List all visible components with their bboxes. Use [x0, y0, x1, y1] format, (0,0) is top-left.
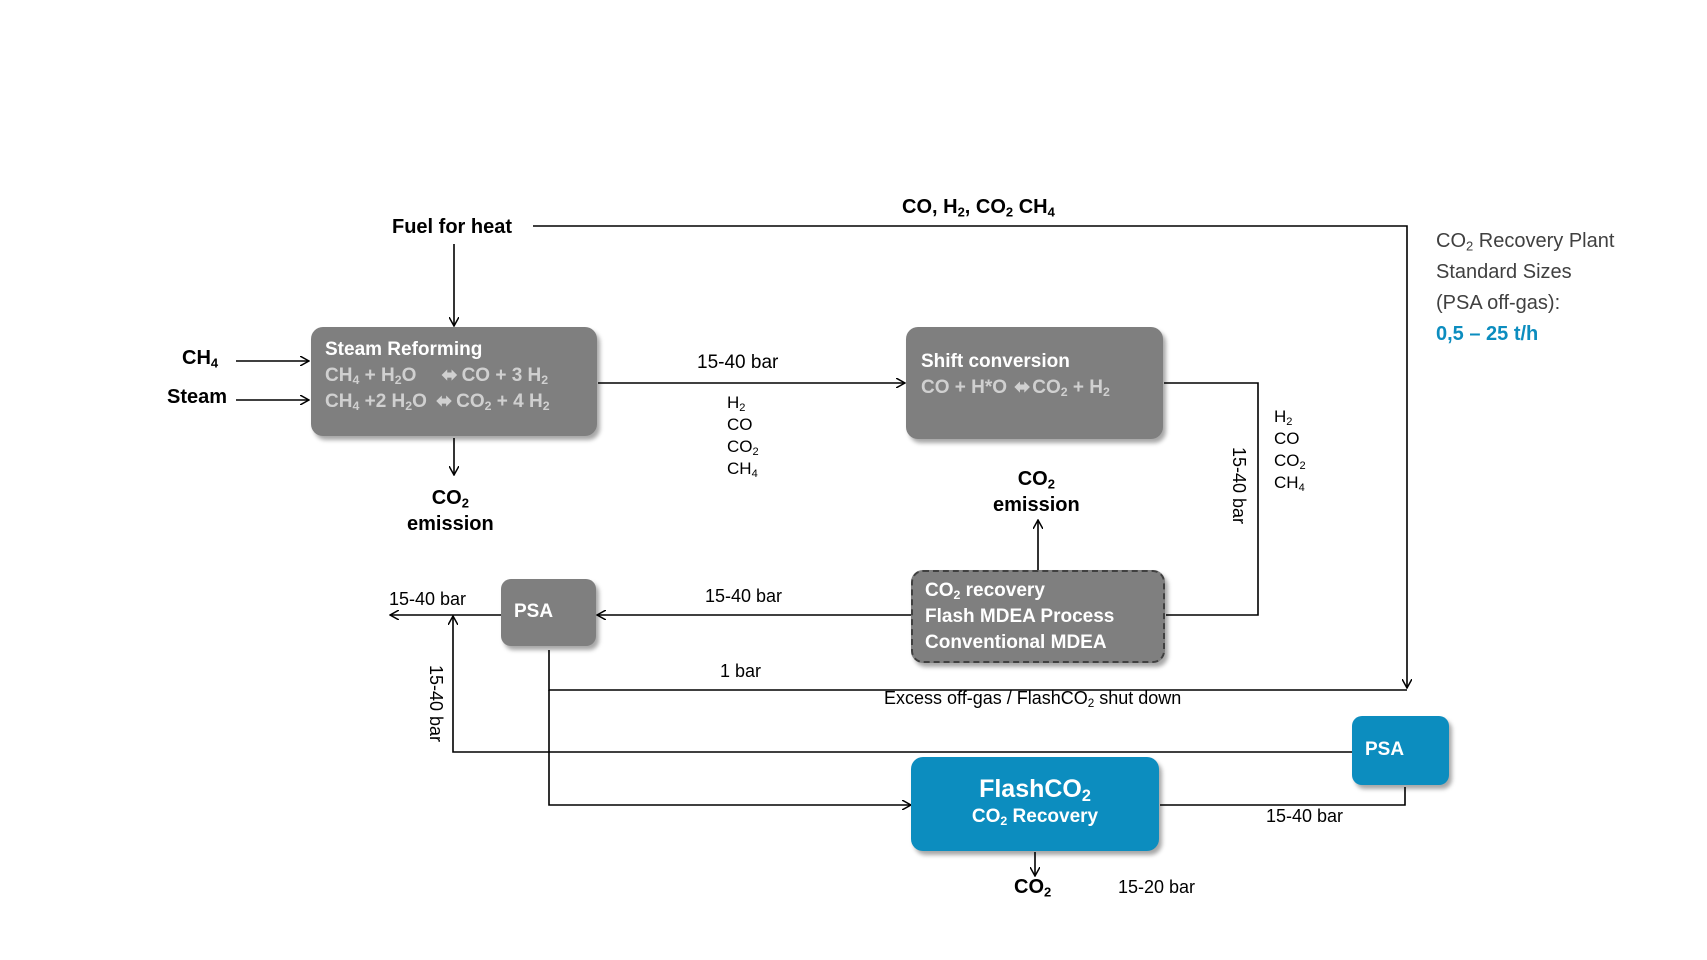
psa-right-box: PSA: [1352, 716, 1449, 785]
reform-emission-label: emission: [407, 513, 494, 535]
shift-eq-e: 2: [1103, 385, 1110, 400]
gas-list-1: H2 CO CO2 CH4: [727, 392, 759, 480]
eq1-e: O: [401, 365, 417, 386]
top-flow-sub2: 2: [957, 204, 965, 220]
ch4-sub: 4: [210, 355, 219, 371]
fuel-label: Fuel for heat: [392, 216, 513, 238]
excess-label: Excess off-gas / FlashCO2 shut down: [884, 688, 1182, 710]
gas-co2: CO2: [727, 437, 759, 458]
ch4-base: CH: [182, 347, 211, 369]
flashco2-subtitle: CO2 Recovery: [971, 806, 1099, 829]
eq1-g: 2: [541, 373, 549, 388]
fuel-line: [533, 225, 1407, 688]
info-line1: CO2 Recovery Plant: [1436, 230, 1615, 254]
info-line2: Standard Sizes: [1436, 261, 1572, 283]
psa-left-box: PSA: [501, 579, 596, 646]
info-line3: (PSA off-gas):: [1436, 292, 1561, 314]
equilibrium-arrow-icon: ⬌: [436, 391, 453, 412]
eq2-h: + 4 H: [491, 391, 543, 412]
eq1-f: CO + 3 H: [461, 365, 542, 386]
pressure-recovery-psa: 15-40 bar: [705, 586, 783, 606]
gas2-co: CO: [1274, 429, 1300, 448]
top-flow-co2: , CO: [964, 196, 1006, 218]
flashco2-box: FlashCO2 CO2 Recovery: [911, 757, 1159, 851]
eq2-e: O: [412, 391, 427, 412]
steam-reforming-box: Steam Reforming CH4 + H2O ⬌CO + 3 H2 CH4…: [311, 327, 597, 436]
recovery-line1: CO2 recovery: [925, 580, 1045, 603]
eq1-d: 2: [394, 373, 402, 388]
psa-right-label: PSA: [1365, 739, 1405, 760]
co2-recovery-box: CO2 recovery Flash MDEA Process Conventi…: [911, 570, 1165, 663]
top-flow-sub2b: 2: [1005, 204, 1014, 220]
pressure-psa-up: 15-40 bar: [426, 665, 446, 743]
eq2-f: CO: [456, 391, 485, 412]
eq2-c: +2 H: [359, 391, 406, 412]
ch4-label: CH4: [182, 347, 218, 370]
steam-reforming-eq2: CH4 +2 H2O ⬌CO2 + 4 H2: [325, 389, 583, 415]
flash-psa-line: [1160, 787, 1406, 806]
top-flow-label: CO, H2, CO2 CH4: [902, 196, 1055, 219]
shift-eq-c: 2: [1060, 385, 1068, 400]
eq2-d: 2: [405, 399, 413, 414]
recovery-emission-co2: CO2: [1017, 468, 1055, 492]
pressure-shift-down: 15-40 bar: [1229, 447, 1249, 525]
gas2-co2: CO2: [1274, 451, 1306, 472]
gas2-h2: H2: [1274, 407, 1293, 428]
shift-title: Shift conversion: [921, 351, 1070, 372]
pressure-flash-psa: 15-40 bar: [1266, 806, 1344, 826]
shift-eq: CO + H*O ⬌CO2 + H2: [921, 375, 1148, 401]
shift-recovery-line: [1164, 382, 1259, 616]
eq1-c: + H: [359, 365, 395, 386]
eq2-b: 4: [352, 399, 360, 414]
top-flow-ch4: CH: [1013, 196, 1048, 218]
recovery-line3: Conventional MDEA: [925, 632, 1107, 653]
eq1-a: CH: [325, 365, 353, 386]
psa-flash-arrow: [548, 690, 911, 805]
info-line4: 0,5 – 25 t/h: [1436, 323, 1539, 345]
shift-conversion-box: Shift conversion CO + H*O ⬌CO2 + H2: [906, 327, 1163, 439]
eq2-g: 2: [484, 399, 492, 414]
equilibrium-arrow-icon: ⬌: [441, 365, 458, 386]
steam-reforming-title: Steam Reforming: [325, 339, 483, 360]
recovery-emission: CO2 emission: [993, 466, 1080, 518]
flash-co2-out: CO2: [1014, 876, 1052, 900]
flashco2-title: FlashCO2: [979, 775, 1091, 806]
pressure-reform-shift: 15-40 bar: [697, 352, 779, 373]
reform-emission-co2: CO2: [431, 487, 469, 511]
gas-h2: H2: [727, 393, 746, 414]
eq1-b: 4: [352, 373, 360, 388]
top-flow-co: CO, H: [902, 196, 958, 218]
top-flow-sub4: 4: [1047, 204, 1055, 220]
info-block: CO2 Recovery Plant Standard Sizes (PSA o…: [1436, 226, 1614, 350]
equilibrium-arrow-icon: ⬌: [1014, 377, 1031, 398]
steam-label: Steam: [167, 386, 228, 408]
pressure-psa-out: 15-40 bar: [389, 589, 467, 609]
pressure-co2-out: 15-20 bar: [1118, 877, 1196, 897]
eq2-a: CH: [325, 391, 353, 412]
shift-eq-b: CO: [1032, 377, 1061, 398]
pressure-1bar: 1 bar: [720, 661, 762, 681]
gas-list-2: H2 CO CO2 CH4: [1274, 406, 1306, 494]
reform-emission: CO2 emission: [407, 485, 494, 537]
shift-eq-d: + H: [1067, 377, 1104, 398]
psa-left-label: PSA: [514, 601, 554, 622]
recovery-line2: Flash MDEA Process: [925, 606, 1115, 627]
shift-eq-a: CO + H*O: [921, 377, 1008, 398]
gas-ch4: CH4: [727, 459, 758, 480]
gas2-ch4: CH4: [1274, 473, 1305, 494]
recovery-emission-label: emission: [993, 494, 1080, 516]
eq2-i: 2: [542, 399, 550, 414]
steam-reforming-eq1: CH4 + H2O ⬌CO + 3 H2: [325, 363, 583, 389]
gas-co: CO: [727, 415, 753, 434]
psa-return-line: [453, 616, 1354, 753]
